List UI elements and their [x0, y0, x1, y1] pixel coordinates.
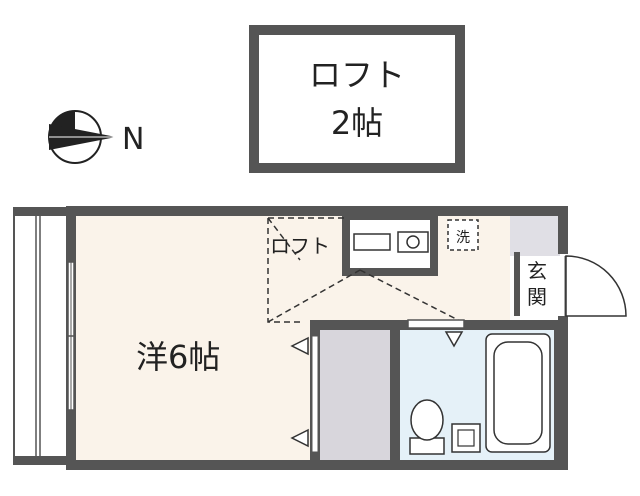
entrance-door: [564, 255, 627, 317]
shoe-storage: [510, 216, 560, 256]
loft-box-title: ロフト: [309, 56, 405, 94]
closet-doors: [290, 335, 319, 453]
balcony: [13, 207, 75, 465]
bathroom-door: [407, 319, 465, 348]
washer-label: 洗: [456, 230, 470, 246]
basin-icon: [451, 423, 481, 453]
balcony-window: [67, 261, 75, 411]
entrance-floor: [514, 256, 560, 316]
toilet-icon: [409, 399, 445, 455]
sink-icon: [353, 233, 391, 251]
loft-outline: [267, 217, 463, 323]
loft-box: ロフト 2帖: [249, 25, 465, 173]
bathtub-icon: [485, 333, 551, 453]
western-room-floor: [76, 216, 320, 460]
entrance-label-2: 関: [527, 285, 547, 309]
western-room-label: 洋6帖: [136, 338, 220, 376]
compass-north-label: N: [122, 122, 144, 157]
loft-box-size: 2帖: [331, 104, 383, 142]
kitchen-counter: [342, 212, 438, 276]
compass-icon: N: [48, 110, 144, 164]
stove-icon: [397, 231, 429, 253]
washer-space: 洗: [447, 219, 479, 251]
entrance-label-1: 玄: [527, 259, 547, 283]
closet: [320, 330, 390, 460]
loft-label: ロフト: [270, 234, 330, 258]
